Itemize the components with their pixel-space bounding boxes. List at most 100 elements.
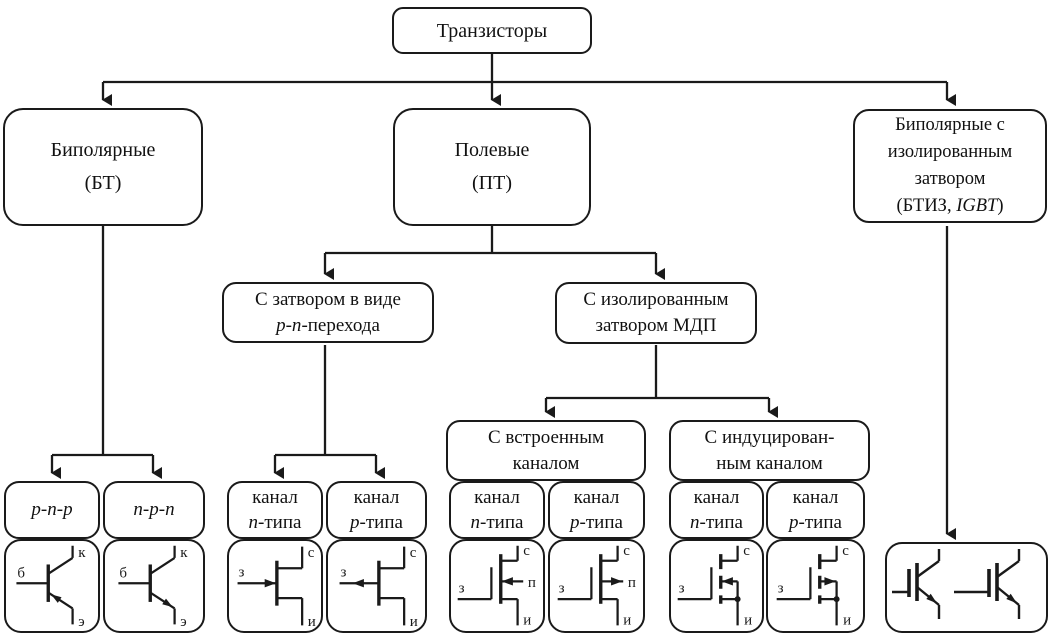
igbt-line4-pre: (БТИЗ,: [896, 196, 957, 216]
npn-text: n-p-n: [133, 499, 175, 520]
pnp-transistor-icon: б к э: [16, 545, 86, 630]
gate-label: з: [340, 565, 346, 581]
channel-word: канал: [353, 487, 400, 508]
n-letter: n: [690, 512, 700, 533]
symbol-box-pnp: б к э: [4, 539, 100, 633]
box-induced-channel: С индуцирован- ным каналом: [669, 420, 870, 481]
label-npn: n-p-n: [103, 481, 205, 539]
source-label: и: [308, 614, 316, 630]
n-letter: n: [470, 512, 481, 533]
p-letter: p: [789, 512, 799, 533]
p-letter: p: [350, 512, 360, 533]
drain-label: с: [842, 543, 849, 559]
field-line2: (ПТ): [472, 172, 512, 194]
channel-word: канал: [573, 487, 620, 508]
drain-label: с: [743, 543, 750, 559]
gate-label: з: [238, 565, 244, 581]
jfet-group-line2-italic: p-n: [276, 314, 302, 336]
channel-word: канал: [474, 487, 520, 508]
channel-word: канал: [693, 487, 740, 508]
igbt-line4: (БТИЗ, IGBT): [896, 193, 1003, 220]
p-letter: p: [570, 512, 580, 533]
symbol-box-mosfet-depletion-n: з с п и: [449, 539, 545, 633]
type-suffix: -типа: [579, 512, 623, 533]
label-induced-p-channel: канал p-типа: [766, 481, 865, 539]
igbt-line4-post: ): [997, 196, 1004, 216]
mdp-line2: затвором МДП: [595, 315, 717, 336]
gate-label: з: [678, 581, 684, 597]
induced-line2: ным каналом: [716, 452, 823, 474]
igbt-line2: изолированным: [887, 142, 1013, 162]
collector-label: к: [78, 545, 86, 561]
label-jfet-p-channel: канал p-типа: [326, 481, 427, 539]
symbol-box-mosfet-induced-n: з с и: [669, 539, 764, 633]
npn-transistor-icon: б к э: [118, 545, 188, 630]
p-type-line: p-типа: [789, 510, 842, 535]
source-label: и: [843, 612, 851, 628]
box-builtin-channel: С встроенным каналом: [446, 420, 646, 481]
builtin-line1: С встроенным: [487, 426, 605, 448]
jfet-group-line2: p-n-перехода: [276, 313, 380, 339]
type-suffix: -типа: [798, 512, 842, 533]
symbol-box-npn: б к э: [103, 539, 205, 633]
n-type-line: n-типа: [690, 510, 743, 535]
box-bipolar: Биполярные (БТ): [3, 108, 203, 226]
type-suffix: -типа: [480, 512, 524, 533]
label-pnp: p-n-p: [4, 481, 100, 539]
symbol-box-igbt-pair: [885, 542, 1048, 633]
root-label: Транзисторы: [436, 19, 548, 42]
substrate-label: п: [528, 575, 536, 591]
symbol-box-mosfet-depletion-p: з с п и: [548, 539, 645, 633]
box-igbt: Биполярные с изолированным затвором (БТИ…: [853, 109, 1047, 223]
base-label: б: [119, 566, 127, 582]
box-field-effect: Полевые (ПТ): [393, 108, 591, 226]
base-label: б: [17, 566, 25, 582]
mosfet-depletion-p-icon: з с п и: [557, 543, 635, 628]
bipolar-line2: (БТ): [84, 172, 122, 194]
source-label: и: [409, 614, 417, 630]
n-type-line: n-типа: [249, 510, 302, 535]
gate-label: з: [459, 581, 465, 597]
emitter-label: э: [180, 614, 186, 630]
jfet-p-channel-icon: з с и: [339, 545, 417, 630]
symbol-box-mosfet-induced-p: з с и: [766, 539, 865, 633]
label-depletion-p-channel: канал p-типа: [548, 481, 645, 539]
box-jfet-group: С затвором в виде p-n-перехода: [222, 282, 434, 343]
jfet-n-channel-icon: з с и: [237, 545, 316, 630]
symbol-box-jfet-p: з с и: [326, 539, 427, 633]
igbt-symbols-icon: [892, 549, 1021, 619]
source-label: и: [744, 612, 752, 628]
mosfet-induced-n-icon: з с и: [677, 543, 752, 628]
mdp-line1: С изолированным: [583, 289, 729, 310]
mosfet-depletion-n-icon: з с п и: [457, 543, 536, 628]
drain-label: с: [308, 545, 315, 561]
mosfet-induced-p-icon: з с и: [776, 543, 851, 628]
jfet-group-line1: С затвором в виде: [255, 288, 401, 310]
label-depletion-n-channel: канал n-типа: [449, 481, 545, 539]
jfet-group-line2-rest: -перехода: [301, 314, 380, 336]
collector-label: к: [180, 545, 188, 561]
p-type-line: p-типа: [570, 510, 623, 535]
gate-label: з: [558, 581, 564, 597]
emitter-label: э: [78, 614, 84, 630]
type-suffix: -типа: [258, 512, 302, 533]
label-jfet-n-channel: канал n-типа: [227, 481, 323, 539]
induced-line1: С индуцирован-: [704, 426, 835, 448]
field-line1: Полевые: [454, 139, 530, 161]
gate-label: з: [777, 581, 783, 597]
n-type-line: n-типа: [471, 510, 524, 535]
n-letter: n: [248, 512, 259, 533]
symbol-box-jfet-n: з с и: [227, 539, 323, 633]
pnp-text: p-n-p: [31, 499, 73, 520]
bipolar-line1: Биполярные: [50, 139, 156, 161]
drain-label: с: [523, 543, 530, 559]
channel-word: канал: [252, 487, 298, 508]
igbt-line1: Биполярные с: [895, 115, 1005, 135]
label-induced-n-channel: канал n-типа: [669, 481, 764, 539]
source-label: и: [623, 612, 631, 628]
type-suffix: -типа: [699, 512, 743, 533]
igbt-line4-italic: IGBT: [956, 196, 998, 216]
channel-word: канал: [792, 487, 839, 508]
substrate-label: п: [627, 575, 635, 591]
